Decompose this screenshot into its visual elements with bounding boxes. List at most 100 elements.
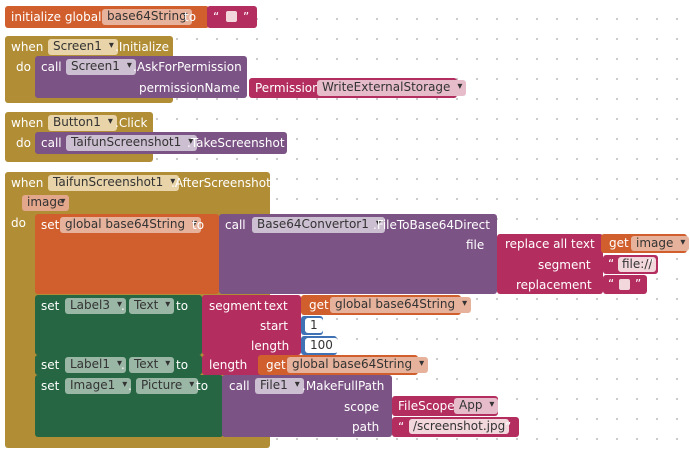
call-component-dropdown[interactable]: Screen1 — [66, 59, 136, 75]
call-label: call — [41, 136, 62, 150]
set-label: set — [41, 358, 60, 372]
segment-label: segment — [209, 299, 262, 313]
to-label: to — [196, 379, 209, 393]
image-param-chip[interactable]: image — [22, 195, 70, 211]
length-param-label: length — [251, 339, 290, 353]
get-var-dropdown[interactable]: global base64String — [330, 297, 472, 313]
file-component-dropdown[interactable]: File1 — [255, 378, 304, 394]
call-label: call — [225, 218, 246, 232]
text-property-dropdown[interactable]: Text — [129, 298, 175, 314]
ask-permission-call-block[interactable]: call Screen1 .AskForPermission permissio… — [35, 56, 247, 98]
permission-dropdown[interactable]: WriteExternalStorage — [317, 80, 467, 96]
segment-param-label: segment — [538, 258, 591, 272]
set-label: set — [41, 299, 60, 313]
global-init-label: initialize global — [11, 10, 102, 24]
permission-value-block[interactable]: Permission WriteExternalStorage — [249, 78, 467, 98]
segment-string-block[interactable]: “ file:// ” — [603, 255, 658, 274]
set-label: set — [41, 218, 60, 232]
empty-string-field[interactable] — [226, 11, 237, 22]
segment-close-quote: ” — [648, 257, 655, 271]
length-number-field[interactable]: 100 — [305, 338, 338, 353]
dot-label: . — [128, 379, 132, 393]
segment-string-field[interactable]: file:// — [618, 257, 657, 272]
event-name-label: .Initialize — [115, 40, 170, 54]
path-string-field[interactable]: /screenshot.jpg — [409, 419, 510, 434]
screenshot-component-dropdown[interactable]: TaifunScreenshot1 — [48, 175, 180, 191]
text-property-dropdown[interactable]: Text — [129, 357, 175, 373]
when-label: when — [11, 116, 44, 130]
path-param-label: path — [352, 420, 380, 434]
get-label: get — [309, 298, 329, 312]
do-label: do — [16, 136, 31, 150]
replace-all-text-label: replace all text — [505, 237, 595, 251]
to-label: to — [192, 218, 205, 232]
when-label: when — [11, 40, 44, 54]
start-param-label: start — [260, 319, 288, 333]
empty-string-open-quote: “ — [213, 10, 220, 24]
set-image1-picture-block[interactable]: set Image1 . Picture to — [35, 375, 223, 437]
set-global-block[interactable]: set global base64String to — [35, 214, 219, 294]
event-name-label: .Click — [115, 116, 148, 130]
get-global-block[interactable]: get global base64String — [301, 295, 472, 315]
get-label: get — [609, 236, 629, 250]
global-var-name-field[interactable]: base64String — [102, 9, 192, 25]
get-label: get — [266, 358, 286, 372]
method-name-label: .FileToBase64Direct — [373, 218, 490, 232]
base64-component-dropdown[interactable]: Base64Convertor1 — [252, 217, 385, 233]
image1-component-dropdown[interactable]: Image1 — [65, 378, 132, 394]
permission-label: Permission — [255, 81, 320, 95]
make-full-path-call-block[interactable]: call File1 .MakeFullPath scope path — [222, 375, 392, 437]
file-param-label: file — [466, 238, 485, 252]
call-label: call — [41, 60, 62, 74]
get-var-dropdown[interactable]: image — [631, 236, 690, 251]
set-label3-text-block[interactable]: set Label3 . Text to — [35, 295, 202, 355]
set-label1-text-block[interactable]: set Label1 . Text to — [35, 355, 202, 375]
length-number-block[interactable]: 100 — [301, 336, 338, 355]
text-param-label: text — [264, 299, 288, 313]
to-label: to — [176, 358, 189, 372]
method-name-label: .AskForPermission — [133, 60, 242, 74]
set-label: set — [41, 379, 60, 393]
take-screenshot-call-block[interactable]: call TaifunScreenshot1 .TakeScreenshot — [35, 132, 287, 154]
method-name-label: .TakeScreenshot — [187, 136, 285, 150]
label1-component-dropdown[interactable]: Label1 — [65, 357, 127, 373]
screen-component-dropdown[interactable]: Screen1 — [48, 39, 118, 55]
replacement-param-label: replacement — [516, 278, 592, 292]
get-var-dropdown[interactable]: global base64String — [287, 357, 429, 373]
path-open-quote: “ — [398, 420, 405, 434]
picture-property-dropdown[interactable]: Picture — [136, 378, 199, 394]
path-string-block[interactable]: “ /screenshot.jpg ” — [392, 417, 519, 437]
to-label: to — [176, 299, 189, 313]
global-init-to-label: to — [184, 10, 197, 24]
start-number-block[interactable]: 1 — [301, 316, 323, 335]
label3-component-dropdown[interactable]: Label3 — [65, 298, 127, 314]
global-init-empty-string-block[interactable]: “ ” — [207, 6, 257, 28]
file-scope-block[interactable]: FileScope App — [392, 396, 499, 416]
do-label: do — [11, 216, 26, 230]
get-image-block[interactable]: get image — [601, 234, 690, 253]
empty-string-close-quote: ” — [243, 10, 250, 24]
segment-open-quote: “ — [608, 257, 615, 271]
method-name-label: .MakeFullPath — [302, 379, 385, 393]
replace-all-text-block[interactable]: replace all text segment replacement — [497, 234, 603, 294]
replacement-close-quote: ” — [635, 277, 642, 291]
dot-label: . — [121, 299, 125, 313]
segment-text-block[interactable]: segment text start length — [202, 295, 301, 355]
dot-label: . — [121, 358, 125, 372]
replacement-empty-field[interactable] — [619, 279, 630, 290]
start-number-field[interactable]: 1 — [305, 318, 323, 333]
replacement-open-quote: “ — [608, 277, 615, 291]
scope-dropdown[interactable]: App — [454, 398, 499, 414]
replacement-string-block[interactable]: “ ” — [603, 275, 647, 294]
global-var-dropdown[interactable]: global base64String — [60, 217, 202, 233]
get-global-block[interactable]: get global base64String — [258, 355, 429, 375]
path-close-quote: ” — [505, 420, 512, 434]
button-component-dropdown[interactable]: Button1 — [48, 115, 117, 131]
file-to-base64-call-block[interactable]: call Base64Convertor1 .FileToBase64Direc… — [219, 214, 497, 294]
global-init-block[interactable]: initialize global base64String to — [5, 6, 209, 28]
when-label: when — [11, 176, 44, 190]
length-block[interactable]: length — [202, 355, 264, 375]
screenshot-component-dropdown[interactable]: TaifunScreenshot1 — [66, 135, 198, 151]
do-label: do — [16, 60, 31, 74]
call-label: call — [229, 379, 250, 393]
